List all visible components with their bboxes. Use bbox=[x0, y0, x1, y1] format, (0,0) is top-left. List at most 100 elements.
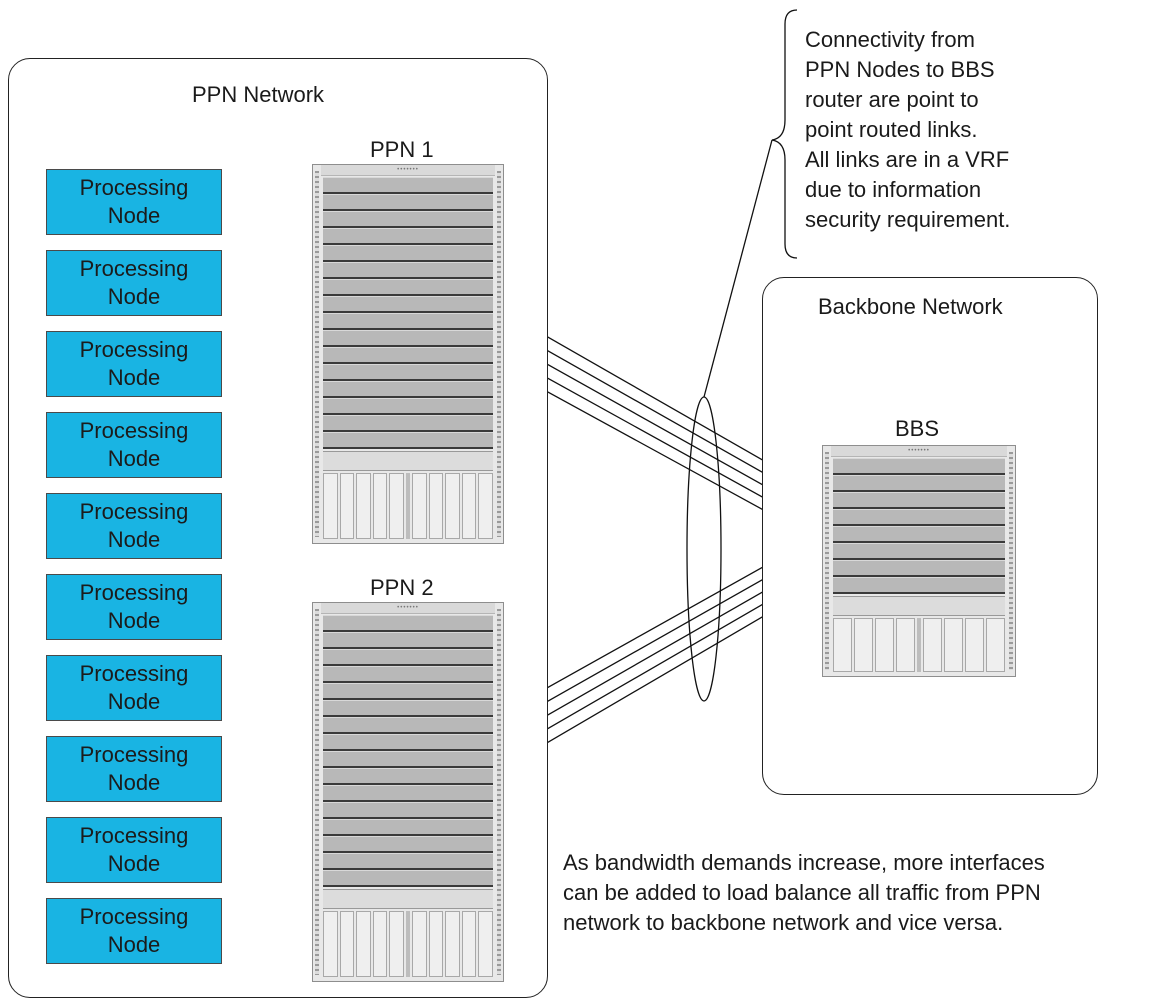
processing-node-label: Processing Node bbox=[79, 418, 189, 471]
line-card-slot bbox=[323, 870, 493, 887]
annotation-line: security requirement. bbox=[805, 207, 1011, 232]
fan-unit bbox=[356, 911, 371, 977]
line-card-slot bbox=[833, 526, 1005, 543]
annotation-line: due to information bbox=[805, 177, 982, 202]
bandwidth-note-line: can be added to load balance all traffic… bbox=[563, 880, 1041, 905]
bandwidth-note: As bandwidth demands increase, more inte… bbox=[563, 848, 1045, 938]
line-card-slot bbox=[323, 819, 493, 836]
fan-unit bbox=[323, 911, 338, 977]
line-card-slot bbox=[323, 194, 493, 211]
line-card-slot bbox=[323, 381, 493, 398]
line-card-slot bbox=[323, 751, 493, 768]
line-card-slot bbox=[323, 262, 493, 279]
processing-node[interactable]: Processing Node bbox=[46, 574, 222, 640]
backbone-network-title: Backbone Network bbox=[818, 294, 1003, 319]
line-card-slot bbox=[323, 649, 493, 666]
fan-unit bbox=[965, 618, 984, 672]
rack-rail bbox=[825, 452, 829, 670]
line-card-slot bbox=[323, 398, 493, 415]
ppn-2-label: PPN 2 bbox=[370, 575, 434, 600]
line-card-slot bbox=[833, 492, 1005, 509]
rack-mid-panel bbox=[323, 451, 493, 471]
rack-rail bbox=[497, 171, 501, 537]
annotation-line: All links are in a VRF bbox=[805, 147, 1010, 172]
fan-unit bbox=[411, 473, 427, 539]
processing-node[interactable]: Processing Node bbox=[46, 331, 222, 397]
line-card-slot bbox=[833, 509, 1005, 526]
fan-unit bbox=[339, 473, 355, 539]
processing-node-label: Processing Node bbox=[79, 337, 189, 390]
line-card-slot bbox=[323, 666, 493, 683]
line-card-slot bbox=[323, 632, 493, 649]
line-card-slot bbox=[323, 228, 493, 245]
line-card-slot bbox=[833, 475, 1005, 492]
line-card-slot bbox=[323, 700, 493, 717]
fan-unit bbox=[923, 618, 942, 672]
fan-unit bbox=[461, 911, 477, 977]
line-card-slot bbox=[323, 768, 493, 785]
rack-mid-panel bbox=[323, 889, 493, 909]
line-card-slot bbox=[323, 245, 493, 262]
line-card-slot bbox=[833, 543, 1005, 560]
processing-node-label: Processing Node bbox=[79, 580, 189, 633]
line-card-slot bbox=[833, 560, 1005, 577]
fan-unit bbox=[339, 911, 355, 977]
fan-tray-bay bbox=[323, 911, 493, 977]
processing-node-label: Processing Node bbox=[79, 499, 189, 552]
fan-unit bbox=[445, 911, 460, 977]
processing-node-label: Processing Node bbox=[79, 742, 189, 795]
processing-node[interactable]: Processing Node bbox=[46, 655, 222, 721]
vrf-annotation: Connectivity from PPN Nodes to BBS route… bbox=[805, 25, 1010, 235]
rack-top-panel: ••••••• bbox=[321, 603, 495, 614]
processing-node[interactable]: Processing Node bbox=[46, 250, 222, 316]
processing-node[interactable]: Processing Node bbox=[46, 493, 222, 559]
line-card-slot bbox=[323, 347, 493, 364]
bandwidth-note-line: network to backbone network and vice ver… bbox=[563, 910, 1004, 935]
line-card-slot bbox=[323, 432, 493, 449]
fan-unit bbox=[478, 911, 493, 977]
line-card-slot bbox=[323, 279, 493, 296]
rack-status-leds: ••••••• bbox=[397, 167, 419, 173]
ppn-1-router[interactable]: ••••••• bbox=[312, 164, 504, 544]
line-card-slot bbox=[323, 734, 493, 751]
annotation-line: point routed links. bbox=[805, 117, 978, 142]
line-card-slot bbox=[323, 802, 493, 819]
rack-mid-panel bbox=[833, 596, 1005, 616]
fan-unit bbox=[986, 618, 1005, 672]
line-card-slot bbox=[323, 615, 493, 632]
fan-unit bbox=[372, 911, 388, 977]
processing-node[interactable]: Processing Node bbox=[46, 169, 222, 235]
fan-unit bbox=[478, 473, 493, 539]
ppn-1-label: PPN 1 bbox=[370, 137, 434, 162]
fan-unit bbox=[875, 618, 894, 672]
annotation-line: Connectivity from bbox=[805, 27, 975, 52]
rack-top-panel: ••••••• bbox=[831, 446, 1007, 457]
fan-unit bbox=[356, 473, 371, 539]
processing-node[interactable]: Processing Node bbox=[46, 736, 222, 802]
ppn-2-router[interactable]: ••••••• bbox=[312, 602, 504, 982]
fan-unit bbox=[323, 473, 338, 539]
line-card-slot bbox=[323, 177, 493, 194]
line-card-slot bbox=[323, 211, 493, 228]
fan-bay-divider bbox=[917, 618, 921, 672]
bandwidth-note-line: As bandwidth demands increase, more inte… bbox=[563, 850, 1045, 875]
processing-node[interactable]: Processing Node bbox=[46, 898, 222, 964]
line-card-slot bbox=[323, 785, 493, 802]
fan-unit bbox=[944, 618, 963, 672]
fan-unit bbox=[896, 618, 915, 672]
annotation-brace bbox=[771, 9, 798, 259]
fan-tray-bay bbox=[323, 473, 493, 539]
rack-rail bbox=[497, 609, 501, 975]
line-card-slot bbox=[323, 330, 493, 347]
bbs-router[interactable]: ••••••• bbox=[822, 445, 1016, 677]
processing-node[interactable]: Processing Node bbox=[46, 412, 222, 478]
fan-bay-divider bbox=[405, 473, 410, 539]
rack-status-leds: ••••••• bbox=[908, 448, 930, 454]
line-card-slot bbox=[323, 683, 493, 700]
rack-rail bbox=[315, 609, 319, 975]
fan-unit bbox=[854, 618, 873, 672]
processing-node-label: Processing Node bbox=[79, 661, 189, 714]
processing-node[interactable]: Processing Node bbox=[46, 817, 222, 883]
processing-node-label: Processing Node bbox=[79, 904, 189, 957]
line-card-slot bbox=[833, 577, 1005, 594]
